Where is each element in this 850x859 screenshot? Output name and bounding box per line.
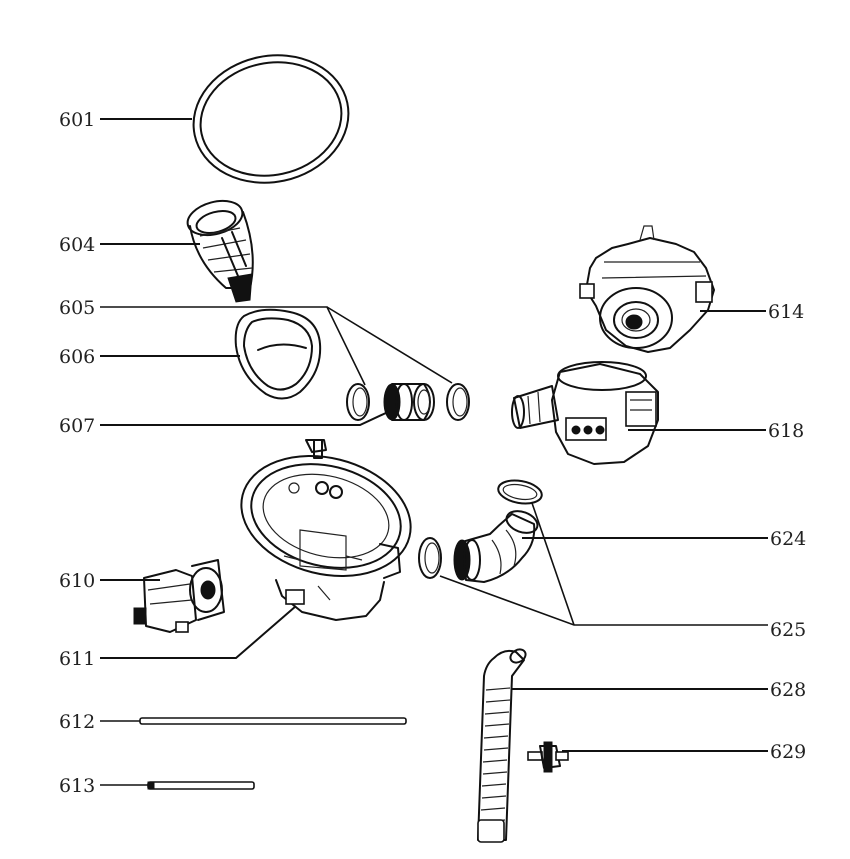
- part-604-filter: [186, 199, 254, 303]
- part-607-hose: [383, 383, 435, 421]
- label-629: 629: [770, 741, 806, 763]
- part-614-motor: [579, 225, 715, 353]
- label-605: 605: [59, 297, 95, 319]
- label-606: 606: [59, 346, 95, 368]
- part-625-clamp-left: [418, 537, 442, 579]
- label-601: 601: [59, 109, 95, 131]
- leader-605: [100, 306, 366, 386]
- label-614: 614: [768, 301, 804, 323]
- part-605-clamp-right: [446, 383, 470, 421]
- label-610: 610: [59, 570, 95, 592]
- label-612: 612: [59, 711, 95, 733]
- label-607: 607: [59, 415, 95, 437]
- leader-625-branch: [531, 502, 575, 626]
- part-606-seal: [234, 308, 322, 400]
- part-613-rod: [147, 781, 255, 790]
- part-629-valve: [527, 741, 569, 773]
- label-625: 625: [770, 619, 806, 641]
- leader-625: [439, 575, 768, 626]
- part-618-heater: [511, 361, 659, 465]
- part-610-drain-pump: [133, 559, 225, 633]
- label-628: 628: [770, 679, 806, 701]
- label-624: 624: [770, 528, 806, 550]
- label-613: 613: [59, 775, 95, 797]
- part-605-clamp-left: [346, 383, 370, 421]
- part-612-rod: [139, 717, 407, 725]
- part-601-gasket: [192, 54, 350, 184]
- leader-607: [100, 411, 389, 426]
- part-611-sump: [240, 439, 412, 621]
- leader-605-branch: [326, 306, 453, 384]
- part-628-drain-hose: [477, 648, 527, 843]
- label-611: 611: [59, 648, 95, 670]
- label-604: 604: [59, 234, 95, 256]
- part-624-elbow-hose: [453, 510, 539, 583]
- part-625-clamp-top: [497, 479, 543, 505]
- label-618: 618: [768, 420, 804, 442]
- leader-611: [100, 605, 297, 659]
